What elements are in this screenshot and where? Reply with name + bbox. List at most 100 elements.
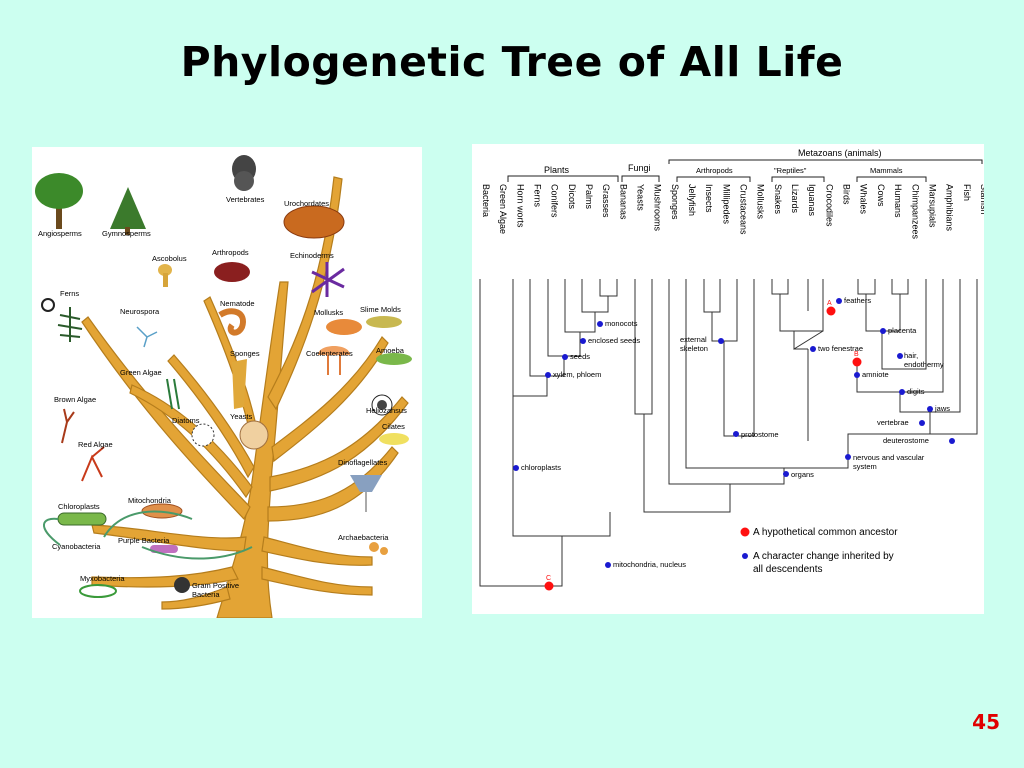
label-vertebrates: Vertebrates xyxy=(226,195,265,204)
marker-chloroplasts xyxy=(513,465,519,471)
taxon-label: Bananas xyxy=(618,184,628,220)
marker-hair xyxy=(897,353,903,359)
fern-icon xyxy=(41,298,83,342)
ancestor-a-label: A xyxy=(827,300,832,307)
label-protostome: protostome xyxy=(741,430,779,439)
taxon-label: Humans xyxy=(893,184,903,218)
brown-algae-icon xyxy=(61,408,75,444)
legend: A hypothetical common ancestor A charact… xyxy=(740,527,898,575)
taxon-label: Mushrooms xyxy=(653,184,663,232)
label-hair-2: endothermy xyxy=(904,360,944,369)
endosymbiosis-arrows xyxy=(43,510,253,560)
taxon-label: Iguanas xyxy=(807,184,817,217)
label-jaws: jaws xyxy=(934,404,950,413)
chloroplast-icon xyxy=(57,512,107,526)
sponge-icon xyxy=(232,359,247,409)
label-mollusks: Mollusks xyxy=(314,308,343,317)
marker-organs xyxy=(783,471,789,477)
character-labels: monocots enclosed seeds seeds xylem, phl… xyxy=(513,296,955,569)
illustrated-tree: Angiosperms Gymnosperms Vertebrates Uroc… xyxy=(35,155,412,619)
echinoderm-icon xyxy=(311,262,345,297)
archaebacteria-icon xyxy=(369,542,388,555)
group-brackets xyxy=(507,159,983,182)
group-fungi: Fungi xyxy=(628,163,651,173)
green-algae-icon xyxy=(166,378,180,410)
taxon-label: Chimpanzees xyxy=(910,184,920,240)
label-ext-skel-1: external xyxy=(680,335,707,344)
label-ascobolus: Ascobolus xyxy=(152,254,187,263)
marker-feathers xyxy=(836,298,842,304)
group-arthropods: Arthropods xyxy=(696,166,733,175)
label-monocots: monocots xyxy=(605,319,638,328)
label-two-fenestrae: two fenestrae xyxy=(818,344,863,353)
taxon-label: Green Algae xyxy=(498,184,508,234)
myxobacteria-icon xyxy=(79,584,117,598)
dinoflagellate-icon xyxy=(350,475,382,512)
label-vertebrae: vertebrae xyxy=(877,418,909,427)
label-arthropods: Arthropods xyxy=(212,248,249,257)
ancestor-b-label: B xyxy=(854,351,859,358)
marker-digits xyxy=(899,389,905,395)
taxon-label: Crustaceans xyxy=(739,184,749,235)
marker-protostome xyxy=(733,431,739,437)
label-cilates: Cilates xyxy=(382,422,405,431)
label-green-algae: Green Algae xyxy=(120,368,162,377)
taxon-label: Mollusks xyxy=(756,184,766,220)
label-placenta: placenta xyxy=(888,326,917,335)
taxon-label: Sponges xyxy=(670,184,680,220)
label-slime-molds: Slime Molds xyxy=(360,305,401,314)
amoeba-icon xyxy=(376,353,412,365)
slime-mold-icon xyxy=(366,316,402,328)
nematode-icon xyxy=(218,308,246,336)
taxon-label: Starfish xyxy=(979,184,984,215)
label-purple-bacteria: Purple Bacteria xyxy=(118,536,170,545)
cladogram-panel: Plants Fungi Metazoans (animals) Arthrop… xyxy=(472,144,989,614)
poodle-icon xyxy=(232,155,256,191)
label-archaebacteria: Archaebacteria xyxy=(338,533,389,542)
coelenterate-icon xyxy=(318,346,350,375)
marker-enclosed-seeds xyxy=(580,338,586,344)
label-organs: organs xyxy=(791,470,814,479)
taxon-label: Conifers xyxy=(550,184,560,218)
taxon-label: Insects xyxy=(704,184,714,213)
red-algae-icon xyxy=(81,446,105,482)
cladogram: Plants Fungi Metazoans (animals) Arthrop… xyxy=(479,148,989,591)
marker-placenta xyxy=(880,328,886,334)
marker-seeds xyxy=(562,354,568,360)
label-cyanobacteria: Cyanobacteria xyxy=(52,542,101,551)
label-ferns: Ferns xyxy=(60,289,79,298)
label-chloroplasts: Chloroplasts xyxy=(58,502,100,511)
ascobolus-icon xyxy=(158,264,172,287)
label-mitochondria: Mitochondria xyxy=(128,496,172,505)
illustrated-tree-labels: Angiosperms Gymnosperms Vertebrates Uroc… xyxy=(38,195,407,599)
ciliate-icon xyxy=(379,433,409,445)
taxon-label: Jellyfish xyxy=(687,184,697,216)
legend-red-text: A hypothetical common ancestor xyxy=(753,527,898,538)
label-neurospora: Neurospora xyxy=(120,307,160,316)
label-urochordates: Urochordates xyxy=(284,199,329,208)
heliozoan-icon xyxy=(371,394,393,416)
ancestor-c-label: C xyxy=(546,575,551,582)
taxon-label: Snakes xyxy=(773,184,783,215)
label-seeds: seeds xyxy=(570,352,590,361)
urochordate-icon xyxy=(283,205,345,239)
gram-positive-icon xyxy=(174,577,190,593)
label-bacteria: Bacteria xyxy=(192,590,220,599)
tree-trunk xyxy=(81,176,409,619)
label-hair-1: hair, xyxy=(904,351,918,360)
label-gram-positive: Gram Positive xyxy=(192,581,239,590)
taxon-label: Palms xyxy=(584,184,594,210)
marker-external-skeleton xyxy=(718,338,724,344)
diatom-icon xyxy=(191,423,215,447)
taxon-label: Amphibians xyxy=(945,184,955,232)
label-nervous-1: nervous and vascular xyxy=(853,453,925,462)
ancestor-c-dot xyxy=(544,581,554,591)
label-diatoms: Diatoms xyxy=(172,416,200,425)
label-amoeba: Amoeba xyxy=(376,346,405,355)
label-xylem: xylem, phloem xyxy=(553,370,601,379)
yeast-icon xyxy=(239,420,269,450)
label-yeasts: Yeasts xyxy=(230,412,252,421)
neurospora-icon xyxy=(136,326,158,348)
label-heliozansus: Heliozansus xyxy=(366,406,407,415)
